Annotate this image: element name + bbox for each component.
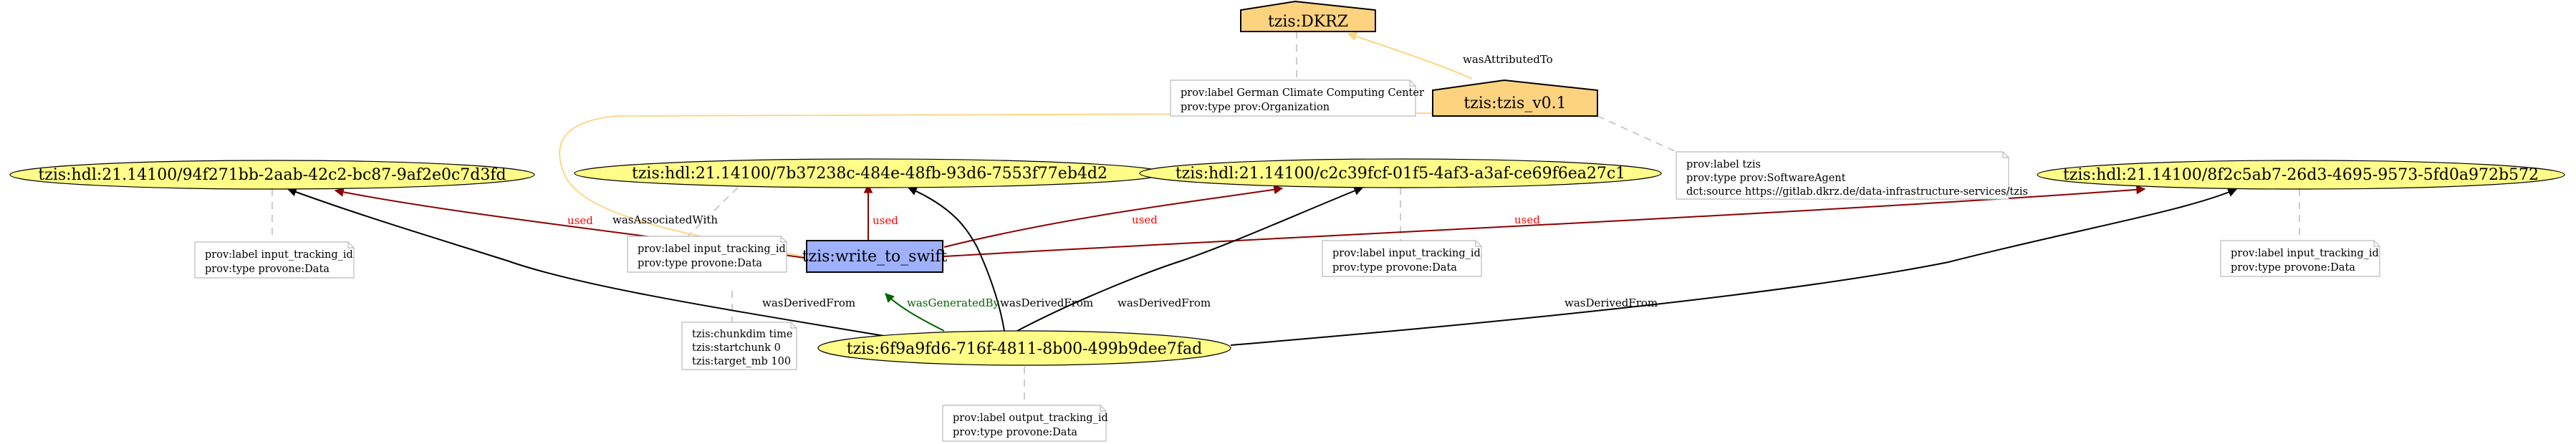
annotation-entity-1-line-2: prov:type provone:Data	[205, 264, 330, 275]
edge-used-entity-3	[943, 185, 1284, 248]
label-was-associated-with: wasAssociatedWith	[612, 213, 718, 226]
entity-node-output[interactable]: tzis:6f9a9fd6-716f-4811-8b00-499b9dee7fa…	[817, 330, 1231, 366]
annotation-activity-line-1: tzis:chunkdim time	[692, 329, 792, 340]
annotation-entity-4-line-2: prov:type provone:Data	[2231, 262, 2355, 274]
edge-derived-entity-4	[1230, 188, 2238, 346]
label-derived-entity-4: wasDerivedFrom	[1565, 296, 1658, 309]
label-derived-entity-3: wasDerivedFrom	[1118, 296, 1211, 309]
label-used-entity-3: used	[1132, 213, 1158, 226]
annotation-entity-out-line-1: prov:label output_tracking_id	[953, 412, 1108, 424]
activity-node-write-to-swift[interactable]: tzis:write_to_swift	[802, 240, 948, 273]
entity-1-shape	[9, 160, 535, 190]
annotation-link-tzis	[1597, 115, 1677, 153]
label-was-attributed-to: wasAttributedTo	[1463, 53, 1553, 66]
annotation-entity-out: prov:label output_tracking_id prov:type …	[942, 405, 1108, 442]
annotation-entity-4: prov:label input_tracking_id prov:type p…	[2220, 240, 2380, 277]
annotation-tzis: prov:label tzis prov:type prov:SoftwareA…	[1676, 151, 2028, 200]
annotations: prov:label German Climate Computing Cent…	[194, 79, 2380, 442]
label-was-generated-by: wasGeneratedBy	[907, 296, 1000, 309]
entity-output-label: tzis:6f9a9fd6-716f-4811-8b00-499b9dee7fa…	[847, 340, 1202, 358]
agent-tzis-shape	[1432, 79, 1598, 117]
edge-was-attributed-to	[1347, 32, 1473, 79]
annotation-dkrz-line-2: prov:type prov:Organization	[1181, 102, 1330, 113]
agent-dkrz-label: tzis:DKRZ	[1268, 13, 1348, 31]
annotation-tzis-line-3: dct:source https://gitlab.dkrz.de/data-i…	[1686, 186, 2028, 198]
entity-node-2[interactable]: tzis:hdl:21.14100/7b37238c-484e-48fb-93d…	[574, 158, 1166, 188]
label-derived-entity-1: wasDerivedFrom	[762, 296, 855, 309]
annotation-dkrz-line-1: prov:label German Climate Computing Cent…	[1181, 87, 1424, 99]
annotation-entity-4-line-1: prov:label input_tracking_id	[2231, 248, 2379, 259]
nodes: tzis:DKRZ tzis:tzis_v0.1 tzis:hdl:21.141…	[9, 0, 2565, 366]
edge-derived-entity-3	[1017, 186, 1364, 332]
entity-node-3[interactable]: tzis:hdl:21.14100/c2c39fcf-01f5-4af3-a3a…	[1139, 158, 1662, 188]
annotation-activity-line-3: tzis:target_mb 100	[692, 356, 791, 367]
label-used-entity-4: used	[1514, 213, 1540, 226]
label-used-entity-2: used	[873, 214, 898, 227]
annotation-entity-out-line-2: prov:type provone:Data	[953, 427, 1077, 438]
annotation-entity-2-line-2: prov:type provone:Data	[638, 258, 762, 269]
agent-node-tzis[interactable]: tzis:tzis_v0.1	[1432, 79, 1598, 117]
entity-node-1[interactable]: tzis:hdl:21.14100/94f271bb-2aab-42c2-bc8…	[9, 160, 535, 190]
entity-2-label: tzis:hdl:21.14100/7b37238c-484e-48fb-93d…	[632, 165, 1107, 183]
annotation-tzis-line-2: prov:type prov:SoftwareAgent	[1686, 173, 1846, 184]
annotation-tzis-line-1: prov:label tzis	[1686, 159, 1761, 170]
label-used-entity-1: used	[567, 214, 593, 227]
entity-output-shape	[817, 330, 1231, 366]
edges	[287, 32, 2238, 346]
entity-3-shape	[1139, 158, 1662, 188]
entity-1-label: tzis:hdl:21.14100/94f271bb-2aab-42c2-bc8…	[38, 166, 506, 184]
annotation-entity-1-line-1: prov:label input_tracking_id	[205, 249, 353, 261]
edge-labels: wasAttributedTo wasAssociatedWith used u…	[567, 53, 1658, 309]
annotation-activity: tzis:chunkdim time tzis:startchunk 0 tzi…	[681, 322, 797, 370]
annotation-activity-line-2: tzis:startchunk 0	[692, 342, 781, 354]
edge-was-generated-by	[885, 293, 945, 332]
edge-used-entity-4	[943, 185, 2146, 257]
agent-node-dkrz[interactable]: tzis:DKRZ	[1240, 0, 1376, 32]
entity-4-shape	[2037, 160, 2565, 190]
activity-label: tzis:write_to_swift	[802, 248, 948, 266]
activity-shape	[806, 240, 943, 273]
annotation-link-entity-2	[687, 187, 739, 237]
edge-derived-entity-1	[287, 187, 898, 339]
entity-4-label: tzis:hdl:21.14100/8f2c5ab7-26d3-4695-957…	[2063, 166, 2539, 184]
annotation-entity-2-line-1: prov:label input_tracking_id	[638, 243, 786, 255]
edge-derived-entity-2	[907, 186, 1005, 332]
annotation-entity-3-line-1: prov:label input_tracking_id	[1332, 248, 1481, 259]
annotation-entity-2: prov:label input_tracking_id prov:type p…	[627, 236, 787, 273]
agent-dkrz-shape	[1240, 0, 1376, 32]
annotation-dkrz: prov:label German Climate Computing Cent…	[1170, 79, 1424, 117]
annotation-entity-1: prov:label input_tracking_id prov:type p…	[194, 241, 355, 279]
annotation-entity-3-line-2: prov:type provone:Data	[1332, 262, 1457, 274]
agent-tzis-label: tzis:tzis_v0.1	[1464, 95, 1566, 112]
annotation-entity-3: prov:label input_tracking_id prov:type p…	[1322, 240, 1482, 277]
entity-node-4[interactable]: tzis:hdl:21.14100/8f2c5ab7-26d3-4695-957…	[2037, 160, 2565, 190]
label-derived-entity-2: wasDerivedFrom	[1000, 296, 1093, 309]
entity-3-label: tzis:hdl:21.14100/c2c39fcf-01f5-4af3-a3a…	[1176, 165, 1625, 183]
